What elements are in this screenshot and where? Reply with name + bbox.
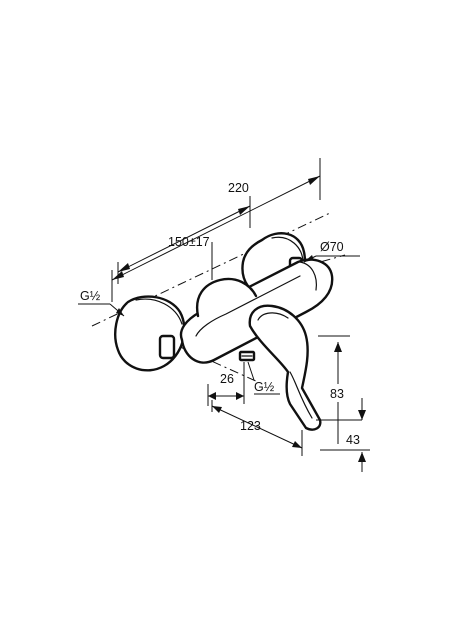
thread-bottom-callout	[247, 361, 280, 395]
dim-123-label: 123	[240, 419, 261, 433]
dim-26	[207, 362, 245, 406]
thread-left-callout	[78, 303, 125, 317]
dim-26-label: 26	[220, 372, 234, 386]
lever-handle	[248, 304, 322, 431]
dim-83-label: 83	[330, 387, 344, 401]
dim-220-label: 220	[228, 181, 249, 195]
dim-43-label: 43	[346, 433, 360, 447]
dim-diameter-label: Ø70	[320, 240, 344, 254]
outlet-nozzle	[238, 350, 256, 362]
thread-bottom-label: G½	[254, 380, 275, 394]
dim-150	[117, 196, 251, 284]
dim-43	[320, 398, 370, 472]
dim-150-label: 150±17	[168, 235, 210, 249]
left-escutcheon	[114, 295, 186, 372]
dim-diameter-callout	[303, 255, 360, 263]
thread-left-label: G½	[80, 289, 101, 303]
dim-83	[316, 335, 362, 444]
dim-123	[211, 400, 303, 456]
